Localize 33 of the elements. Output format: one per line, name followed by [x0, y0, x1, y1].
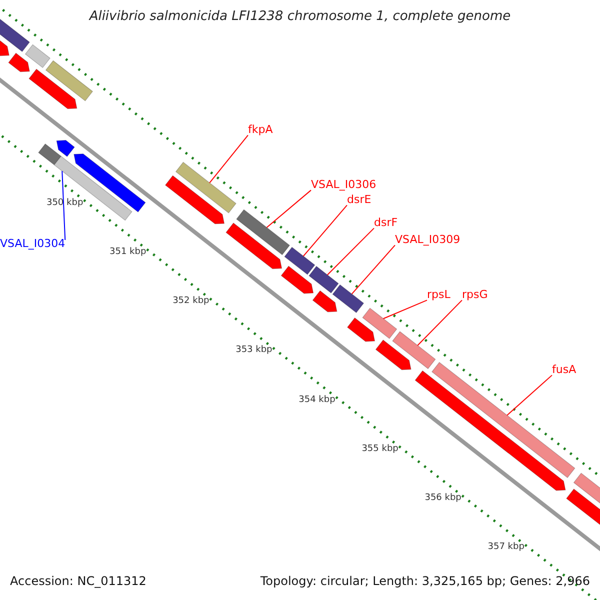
gene-label: fusA	[552, 363, 576, 376]
gene-bar	[308, 266, 339, 294]
gene-label: fkpA	[248, 123, 273, 136]
gene-label: rpsL	[427, 288, 450, 302]
gene-label: VSAL_I0309	[395, 233, 460, 246]
gene-bar	[362, 308, 398, 339]
tick-label: 355 kbp	[362, 444, 398, 455]
tick-label: 356 kbp	[424, 493, 462, 504]
leader-line	[351, 244, 396, 294]
gene-bar	[236, 209, 290, 256]
gene-label: dsrE	[347, 193, 372, 206]
tick-label: 351 kbp	[110, 246, 146, 258]
tick-label: 352 kbp	[172, 296, 210, 307]
gene-bar	[432, 362, 576, 478]
gene-bar	[392, 331, 436, 370]
gene-bar	[332, 284, 364, 314]
leader-line	[506, 374, 552, 416]
leader-line	[266, 190, 312, 228]
gene-label: dsrF	[374, 216, 398, 230]
gene-bar	[284, 246, 316, 275]
tick-label: 353 kbp	[236, 345, 272, 356]
accession-text: Accession: NC_011312	[10, 574, 146, 588]
map-title: Aliivibrio salmonicida LFI1238 chromosome 1, complete genome	[88, 9, 512, 25]
gene-bar	[175, 162, 236, 214]
tick-label: 354 kbp	[298, 394, 336, 406]
tick-label: 350 kbp	[46, 198, 84, 208]
gene-label: rpsG	[462, 288, 488, 302]
gene-label: VSAL_I0304	[0, 237, 66, 250]
leader-line	[209, 134, 248, 184]
genome-info-text: Topology: circular; Length: 3,325,165 bp; Genes: 2,966	[260, 574, 590, 588]
gene-label: VSAL_I0306	[311, 178, 376, 192]
tick-label: 357 kbp	[488, 542, 524, 554]
leader-line	[326, 228, 374, 276]
